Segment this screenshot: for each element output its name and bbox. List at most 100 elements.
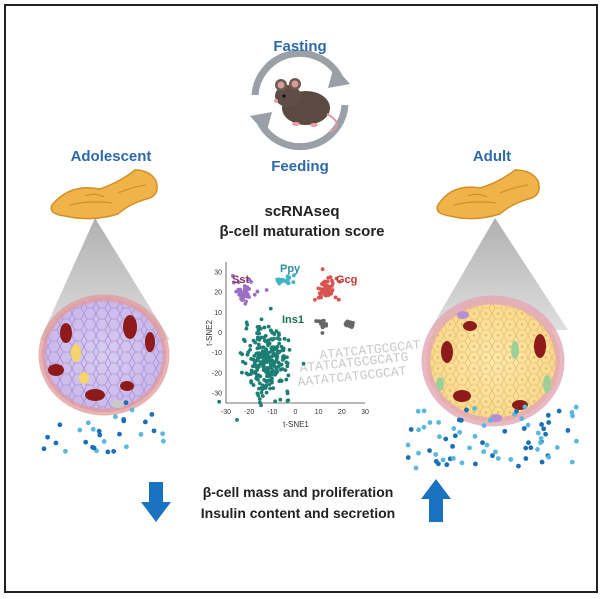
scatter-point xyxy=(344,323,349,327)
cluster-label-gcg: Gcg xyxy=(336,274,357,286)
scatter-point xyxy=(250,364,255,369)
insulin-granule xyxy=(415,408,421,414)
insulin-granule xyxy=(433,452,439,457)
insulin-content-text: Insulin content and secretion xyxy=(201,505,395,521)
scatter-point xyxy=(276,360,281,365)
scatter-point xyxy=(249,357,254,361)
scatter-point xyxy=(277,341,282,346)
scatter-point xyxy=(291,273,296,278)
insulin-granule xyxy=(123,400,129,406)
scatter-point xyxy=(285,361,290,366)
scatter-point xyxy=(275,354,280,359)
scatter-point xyxy=(268,362,273,367)
scatter-point xyxy=(263,368,267,373)
scatter-point xyxy=(240,296,244,301)
scatter-point xyxy=(259,403,263,408)
scatter-point xyxy=(286,398,291,403)
insulin-granule xyxy=(405,442,411,448)
scatter-point xyxy=(264,390,269,395)
insulin-granule xyxy=(523,456,529,461)
scatter-point xyxy=(259,362,264,366)
scatter-point xyxy=(238,287,243,292)
scatter-point xyxy=(281,354,286,358)
insulin-granule xyxy=(546,454,552,460)
scatter-point xyxy=(252,292,257,297)
insulin-granule xyxy=(502,428,508,434)
scatter-point xyxy=(241,337,246,342)
insulin-granule xyxy=(473,461,478,467)
scatter-point xyxy=(246,350,251,355)
insulin-granule xyxy=(97,432,103,438)
feeding-label: Feeding xyxy=(271,158,329,175)
scatter-point xyxy=(258,353,263,358)
scatter-point xyxy=(284,377,289,382)
insulin-granule xyxy=(481,449,487,455)
insulin-granule xyxy=(111,448,117,454)
insulin-granule xyxy=(436,420,441,425)
insulin-granule xyxy=(535,446,540,452)
fasting-label: Fasting xyxy=(273,38,326,55)
scatter-point xyxy=(267,341,272,346)
scatter-point xyxy=(238,291,243,296)
insulin-granule xyxy=(129,407,135,413)
islet-left xyxy=(38,294,170,416)
scatter-point xyxy=(266,338,271,343)
scatter-point xyxy=(319,295,323,300)
insulin-granule xyxy=(149,412,155,417)
insulin-granule xyxy=(435,461,441,467)
insulin-granule xyxy=(452,433,458,439)
scatter-point xyxy=(257,397,262,401)
scatter-point xyxy=(255,289,260,294)
scatter-point xyxy=(259,335,264,340)
scatter-point xyxy=(318,287,323,291)
scatter-point xyxy=(266,324,271,329)
scatter-point xyxy=(286,338,291,343)
scatter-point xyxy=(336,297,341,302)
insulin-granule xyxy=(526,440,531,446)
scatter-point xyxy=(271,386,276,391)
insulin-granule xyxy=(480,440,485,446)
scatter-point xyxy=(270,337,275,342)
y-tick-label: 20 xyxy=(214,290,222,297)
y-tick-label: 0 xyxy=(218,330,222,337)
insulin-granule xyxy=(427,420,433,425)
cycle-arrow-top xyxy=(251,49,344,96)
insulin-granule xyxy=(113,414,118,420)
scatter-point xyxy=(270,367,275,372)
scatter-point xyxy=(319,290,324,295)
scatter-point xyxy=(320,267,325,272)
insulin-granule xyxy=(554,445,560,450)
scatter-point xyxy=(334,276,339,281)
cycle-arrowhead-bottom xyxy=(250,112,272,134)
scatter-point xyxy=(325,279,330,284)
scatter-point xyxy=(241,359,245,364)
scatter-point xyxy=(249,279,253,284)
scatter-point xyxy=(242,284,247,288)
insulin-granule xyxy=(421,424,427,430)
insulin-granule xyxy=(519,416,525,421)
y-tick-label: 10 xyxy=(214,310,222,317)
scatter-point xyxy=(217,399,222,404)
scatter-point xyxy=(244,299,249,304)
maturation-score-title: β-cell maturation score xyxy=(219,223,384,240)
tsne-x-label: t-SNE1 xyxy=(283,420,309,429)
insulin-granule xyxy=(450,443,455,449)
islet-right xyxy=(421,295,565,427)
insulin-granule xyxy=(83,439,89,445)
scatter-point xyxy=(324,323,329,328)
scatter-point xyxy=(273,399,278,404)
scatter-point xyxy=(258,326,263,331)
scatter-point xyxy=(286,281,291,286)
cluster-label-ppy: Ppy xyxy=(280,263,301,275)
scatter-point xyxy=(277,281,282,286)
insulin-granule xyxy=(45,434,50,440)
insulin-granule xyxy=(490,453,495,459)
scatter-point xyxy=(244,289,249,294)
scatter-point xyxy=(262,335,267,340)
scatter-point xyxy=(287,347,292,352)
insulin-granule xyxy=(427,448,432,453)
scatter-point xyxy=(273,365,278,369)
scatter-point xyxy=(252,361,257,366)
scatter-point xyxy=(260,383,265,388)
x-tick-label: 30 xyxy=(361,409,369,416)
